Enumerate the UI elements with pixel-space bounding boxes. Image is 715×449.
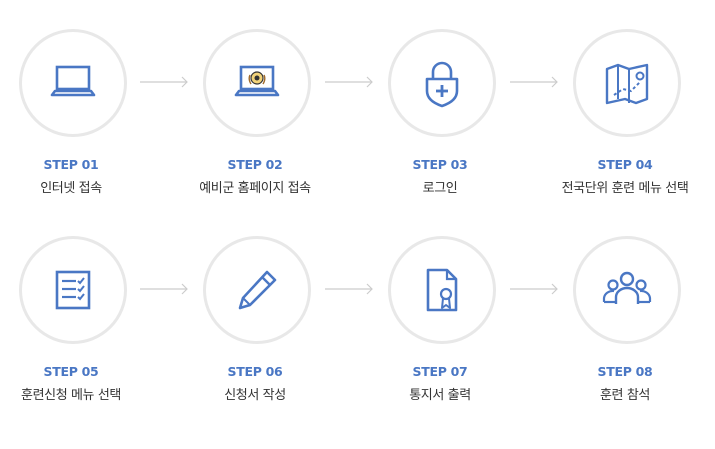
step-08-number: STEP 08 [597,364,653,379]
flow-arrow [510,282,560,296]
step-01-label: 인터넷 접속 [40,181,102,196]
certificate-icon [426,268,458,312]
flow-arrow [325,75,375,89]
flow-arrow [325,282,375,296]
step-06-label: 신청서 작성 [224,388,286,403]
group-icon [602,271,652,304]
step-08-circle [573,236,681,344]
step-01-circle [19,29,127,137]
step-07-circle [388,236,496,344]
step-05-label: 훈련신청 메뉴 선택 [21,388,121,403]
flow-arrow [140,75,190,89]
flow-arrow [140,282,190,296]
map-icon [605,63,649,105]
pencil-icon [238,270,277,310]
step-04-label: 전국단위 훈련 메뉴 선택 [561,181,689,196]
flow-arrow [510,75,560,89]
step-05-number: STEP 05 [43,364,99,379]
step-02-label: 예비군 홈페이지 접속 [199,181,311,196]
step-07-number: STEP 07 [412,364,468,379]
step-08-label: 훈련 참석 [600,388,650,403]
step-06-circle [203,236,311,344]
step-03-label: 로그인 [422,181,458,196]
laptop-icon [50,65,96,97]
step-03-circle [388,29,496,137]
step-02-number: STEP 02 [227,157,283,172]
step-02-circle [203,29,311,137]
step-05-circle [19,236,127,344]
step-07-label: 통지서 출력 [409,388,471,403]
step-03-number: STEP 03 [412,157,468,172]
step-04-circle [573,29,681,137]
step-01-number: STEP 01 [43,157,99,172]
laptop-emblem-icon [234,65,280,97]
step-04-number: STEP 04 [597,157,653,172]
step-06-number: STEP 06 [227,364,283,379]
checklist-icon [55,270,91,310]
padlock-shield-icon [425,61,459,108]
